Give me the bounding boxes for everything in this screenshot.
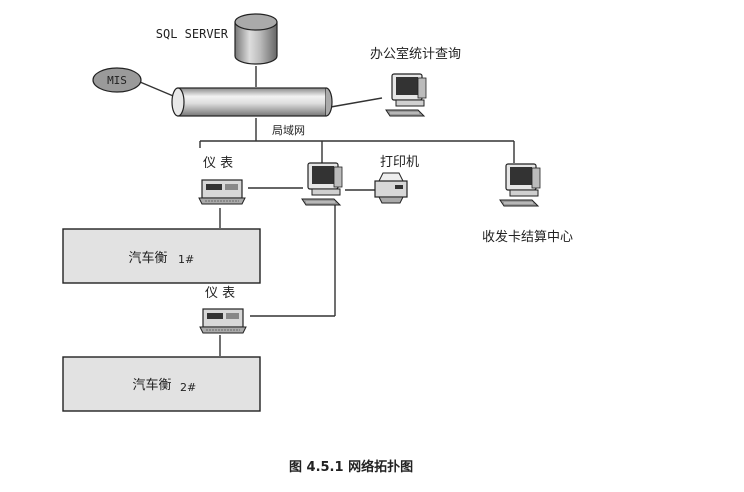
mis-label: MIS <box>107 74 127 87</box>
truck-scale-2: 汽车衡 2# <box>62 356 261 412</box>
scale2-number: 2# <box>180 381 196 394</box>
scale1-number: 1# <box>178 253 194 266</box>
lan-pipe-icon <box>171 87 333 117</box>
sql-server-label: SQL SERVER <box>156 27 229 41</box>
meter2-label: 仪 表 <box>205 286 235 301</box>
mis-node: MIS <box>92 67 142 93</box>
office-computer-icon <box>385 73 427 117</box>
card-center-computer-icon <box>499 163 541 207</box>
network-links <box>139 66 515 356</box>
meter2-instrument-icon <box>199 308 247 334</box>
mis-link <box>139 81 179 99</box>
lan-label: 局域网 <box>272 124 305 137</box>
office-link <box>324 97 383 109</box>
sql-server-database-icon <box>234 13 278 65</box>
office-stats-label: 办公室统计查询 <box>370 46 461 62</box>
printer-icon <box>374 172 408 204</box>
card-center-label: 收发卡结算中心 <box>482 229 573 245</box>
truck-scale-1: 汽车衡 1# <box>62 228 261 284</box>
scale2-name: 汽车衡 <box>132 377 171 393</box>
meter1-instrument-icon <box>198 179 246 205</box>
meter1-label: 仪 表 <box>203 156 233 171</box>
scale1-name: 汽车衡 <box>128 250 167 266</box>
printer-label: 打印机 <box>380 155 419 170</box>
weighing-computer-icon <box>301 162 343 206</box>
figure-caption: 图 4.5.1 网络拓扑图 <box>289 459 413 475</box>
